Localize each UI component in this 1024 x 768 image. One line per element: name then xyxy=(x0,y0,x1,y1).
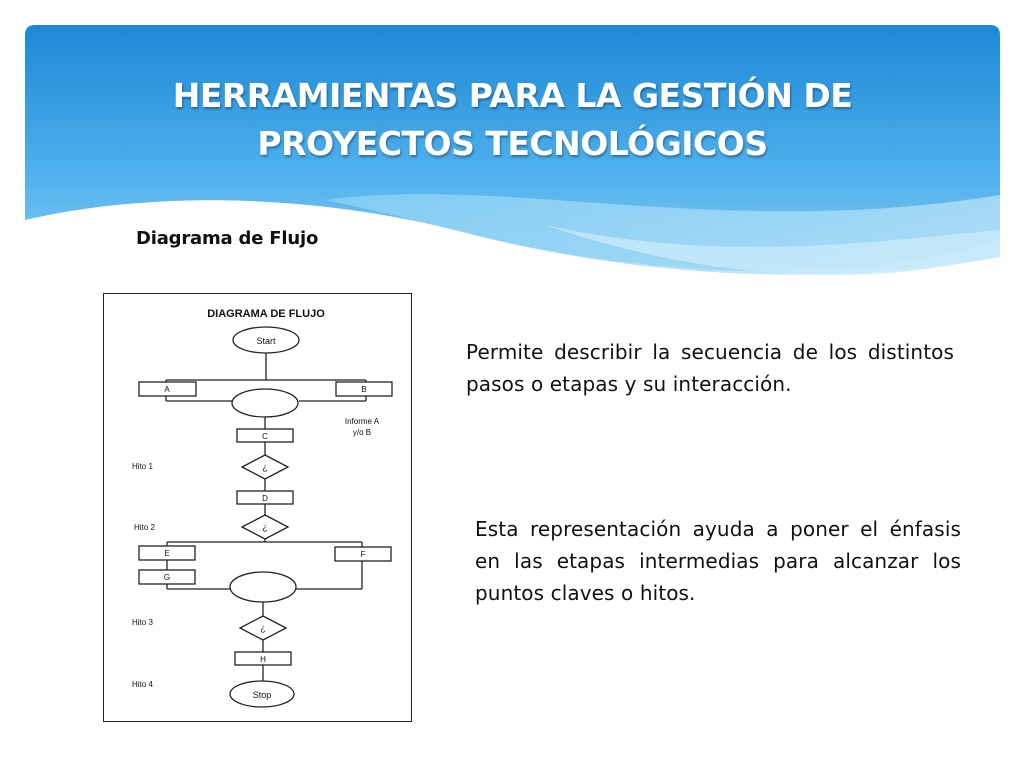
box-f xyxy=(334,546,392,562)
description-paragraph-2: Esta representación ayuda a poner el énf… xyxy=(475,517,961,605)
stop-label: Stop xyxy=(253,690,272,700)
box-b xyxy=(335,381,393,397)
stop-terminator xyxy=(229,680,295,708)
box-b-label: B xyxy=(361,385,366,394)
decision-1-label: ¿ xyxy=(262,462,268,472)
flowchart-figure: DIAGRAMA DE FLUJO Start A B Informe A y/… xyxy=(103,293,412,722)
box-a xyxy=(138,381,197,397)
box-g-label: G xyxy=(164,573,170,582)
slide-title: HERRAMIENTAS PARA LA GESTIÓN DE PROYECTO… xyxy=(25,72,1000,168)
note-line-2: y/o B xyxy=(353,428,371,437)
hito-3-label: Hito 3 xyxy=(132,618,153,627)
header-banner xyxy=(25,25,1000,295)
hito-4-label: Hito 4 xyxy=(132,680,153,689)
flowchart-diagram: DIAGRAMA DE FLUJO Start A B Informe A y/… xyxy=(132,308,393,708)
box-a-label: A xyxy=(164,385,170,394)
decision-2-label: ¿ xyxy=(262,522,268,532)
start-label: Start xyxy=(256,336,276,346)
header-background xyxy=(25,25,1000,275)
description-paragraph-1: Permite describir la secuencia de los di… xyxy=(466,340,954,396)
box-h-label: H xyxy=(260,655,266,664)
flowchart-heading: DIAGRAMA DE FLUJO xyxy=(207,308,325,320)
decision-3-label: ¿ xyxy=(260,623,266,633)
merge-oval-2 xyxy=(229,571,297,603)
section-subtitle: Diagrama de Flujo xyxy=(136,228,319,249)
hito-2-label: Hito 2 xyxy=(134,523,155,532)
box-d-label: D xyxy=(262,494,268,503)
title-line-2: PROYECTOS TECNOLÓGICOS xyxy=(257,124,768,163)
hito-1-label: Hito 1 xyxy=(132,462,153,471)
merge-oval-1 xyxy=(231,388,299,418)
note-line-1: Informe A xyxy=(345,417,380,426)
title-line-1: HERRAMIENTAS PARA LA GESTIÓN DE xyxy=(172,76,853,115)
box-c-label: C xyxy=(262,432,268,441)
box-e-label: E xyxy=(164,549,169,558)
box-f-label: F xyxy=(361,550,366,559)
